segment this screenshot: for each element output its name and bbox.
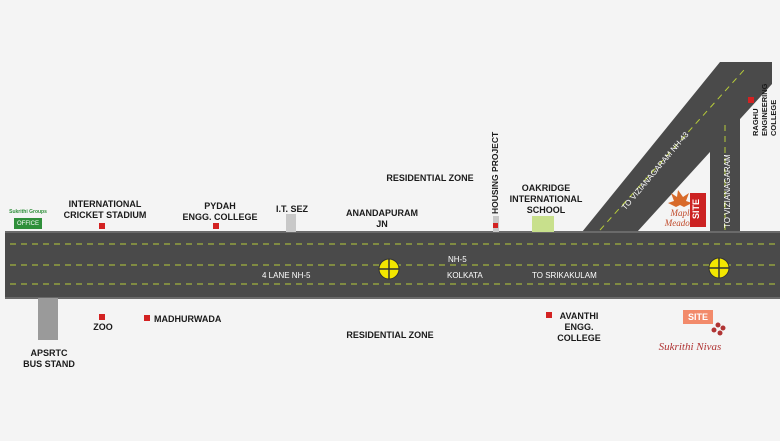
- housing-project-marker-icon: [493, 223, 498, 228]
- it-sez-building-icon: [286, 214, 296, 232]
- nh5-label: NH-5: [448, 255, 467, 264]
- to-srikakulam-label: TO SRIKAKULAM: [532, 271, 597, 280]
- housing-project-label: HOUSING PROJECT: [490, 131, 500, 214]
- raghu-marker-icon: [748, 97, 754, 103]
- anandapuram-label: ANANDAPURAM JN: [346, 208, 418, 229]
- junction-vizianagaram-icon: [708, 257, 730, 279]
- maple-leaf-icon: [668, 190, 692, 207]
- maple-meadows-logo: Maple Meadows: [664, 208, 700, 228]
- site-upper-label: SITE: [691, 198, 701, 219]
- office-logo-text: Sukrithi Groups: [9, 209, 47, 215]
- madhurwada-marker-icon: [144, 315, 150, 321]
- avanthi-college-label: AVANTHI ENGG. COLLEGE: [557, 311, 601, 343]
- office-sign-icon: [14, 218, 42, 229]
- residential-zone-bottom-label: RESIDENTIAL ZONE: [346, 330, 434, 340]
- lane-line: [599, 69, 745, 231]
- site-upper-badge: SITE: [690, 193, 706, 227]
- office-label: OFFICE: [17, 221, 39, 227]
- oakridge-school-label: OAKRIDGE INTERNATIONAL SCHOOL: [509, 183, 583, 215]
- to-vizianagaram-label: TO VIZIANAGARAM: [723, 154, 732, 228]
- four-lane-nh5-label: 4 LANE NH-5: [262, 271, 311, 280]
- zoo-marker-icon: [99, 314, 105, 320]
- avanthi-marker-icon: [546, 312, 552, 318]
- road-nh43: [582, 62, 772, 232]
- apsrtc-bus-stand-label: APSRTC BUS STAND: [23, 348, 75, 369]
- it-sez-label: I.T. SEZ: [275, 204, 308, 214]
- site-lower-badge: SITE: [683, 310, 713, 324]
- stadium-marker-icon: [99, 223, 105, 229]
- raghu-college-label: RAGHU ENGINEERING COLLEGE: [751, 83, 778, 136]
- zoo-label: ZOO: [93, 322, 113, 332]
- sukrithi-nivas-logo: Sukrithi Nivas: [658, 341, 722, 353]
- kolkata-label: KOLKATA: [447, 271, 483, 280]
- junction-anandapuram-icon: [378, 258, 400, 280]
- pydah-marker-icon: [213, 223, 219, 229]
- pydah-college-label: PYDAH ENGG. COLLEGE: [182, 201, 258, 222]
- residential-zone-top-label: RESIDENTIAL ZONE: [386, 173, 474, 183]
- madhurwada-label: MADHURWADA: [154, 314, 222, 324]
- international-cricket-stadium-label: INTERNATIONAL CRICKET STADIUM: [63, 199, 147, 220]
- sukrithi-flower-icon: [711, 322, 726, 336]
- oakridge-building-icon: [532, 216, 554, 232]
- apsrtc-building-icon: [38, 298, 58, 340]
